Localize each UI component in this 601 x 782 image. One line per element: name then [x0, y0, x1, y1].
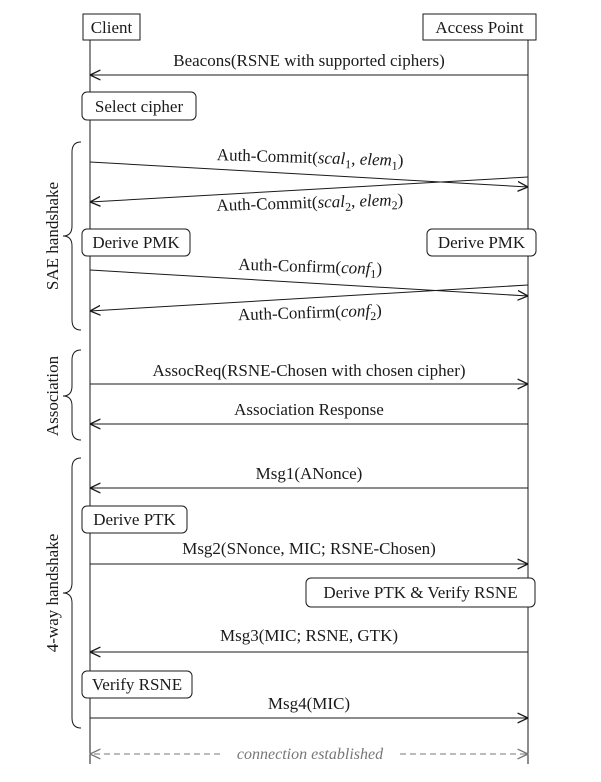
derive-ptk-box — [81, 505, 188, 534]
auth-confirm-2-arrow — [90, 284, 529, 311]
association-phase-label: Association — [43, 355, 62, 436]
verify-rsne-box — [81, 670, 193, 699]
access-point-label: Access Point — [435, 18, 524, 37]
client-box — [82, 13, 141, 41]
assoc-req-label: AssocReq(RSNE-Chosen with chosen cipher) — [152, 361, 465, 380]
msg3-label: Msg3(MIC; RSNE, GTK) — [220, 626, 398, 645]
derive-ptk-verify-box — [305, 577, 536, 608]
sae-phase-label: SAE handshake — [43, 182, 62, 290]
access-point-box — [422, 13, 537, 41]
auth-commit-2-label: Auth-Commit(scal2, elem2) — [216, 190, 403, 218]
derive-pmk-ap-label: Derive PMK — [438, 233, 526, 252]
derive-ptk-verify-label: Derive PTK & Verify RSNE — [323, 583, 517, 602]
association-brace — [62, 349, 82, 441]
verify-rsne-label: Verify RSNE — [92, 675, 182, 694]
auth-confirm-1-arrow — [89, 269, 528, 296]
derive-pmk-ap-box — [426, 228, 537, 257]
msg4-label: Msg4(MIC) — [268, 694, 350, 713]
msg1-label: Msg1(ANonce) — [256, 464, 363, 483]
sae-brace — [62, 141, 82, 331]
derive-pmk-client-label: Derive PMK — [92, 233, 180, 252]
auth-commit-2-arrow — [90, 176, 529, 202]
four-way-brace — [62, 457, 82, 729]
auth-confirm-1-label: Auth-Confirm(conf1) — [238, 255, 383, 282]
select-cipher-box — [81, 91, 197, 121]
derive-ptk-label: Derive PTK — [93, 510, 176, 529]
derive-pmk-client-box — [81, 228, 191, 257]
msg2-label: Msg2(SNonce, MIC; RSNE-Chosen) — [182, 539, 436, 558]
client-label: Client — [91, 18, 133, 37]
auth-confirm-2-label: Auth-Confirm(conf2) — [238, 301, 383, 328]
assoc-resp-label: Association Response — [234, 400, 384, 419]
auth-commit-1-label: Auth-Commit(scal1, elem1) — [216, 145, 403, 173]
four-way-phase-label: 4-way handshake — [43, 534, 62, 653]
connection-label: connection established — [237, 746, 384, 763]
beacons-label: Beacons(RSNE with supported ciphers) — [173, 51, 444, 70]
auth-commit-1-arrow — [89, 161, 528, 187]
select-cipher-label: Select cipher — [95, 97, 184, 116]
